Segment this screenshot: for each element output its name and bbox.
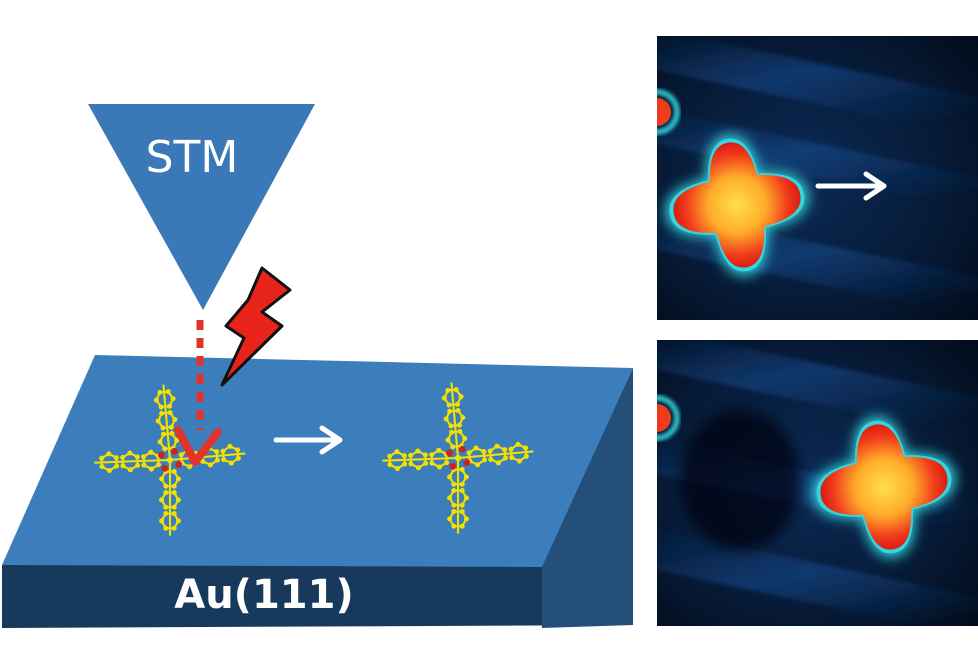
partial-molecule-edge — [657, 404, 671, 432]
substrate-top-face — [2, 355, 633, 567]
partial-molecule-edge — [657, 98, 671, 126]
au-substrate: Au(111) — [2, 355, 633, 628]
substrate-front-face — [2, 565, 633, 628]
scan-arrow-right-icon — [815, 171, 887, 201]
stm-image-after — [657, 340, 978, 626]
stm-tip-label: STM — [146, 132, 239, 183]
tunneling-probe-line — [174, 320, 222, 466]
stm-tip: STM — [88, 104, 315, 310]
stm-image-before — [657, 36, 978, 320]
probe-arrowhead-icon — [174, 426, 222, 466]
arrow-right-icon — [273, 425, 343, 455]
substrate-side-face-lower — [542, 368, 633, 628]
lightning-bolt-icon — [220, 266, 292, 387]
substrate-label: Au(111) — [174, 572, 354, 618]
